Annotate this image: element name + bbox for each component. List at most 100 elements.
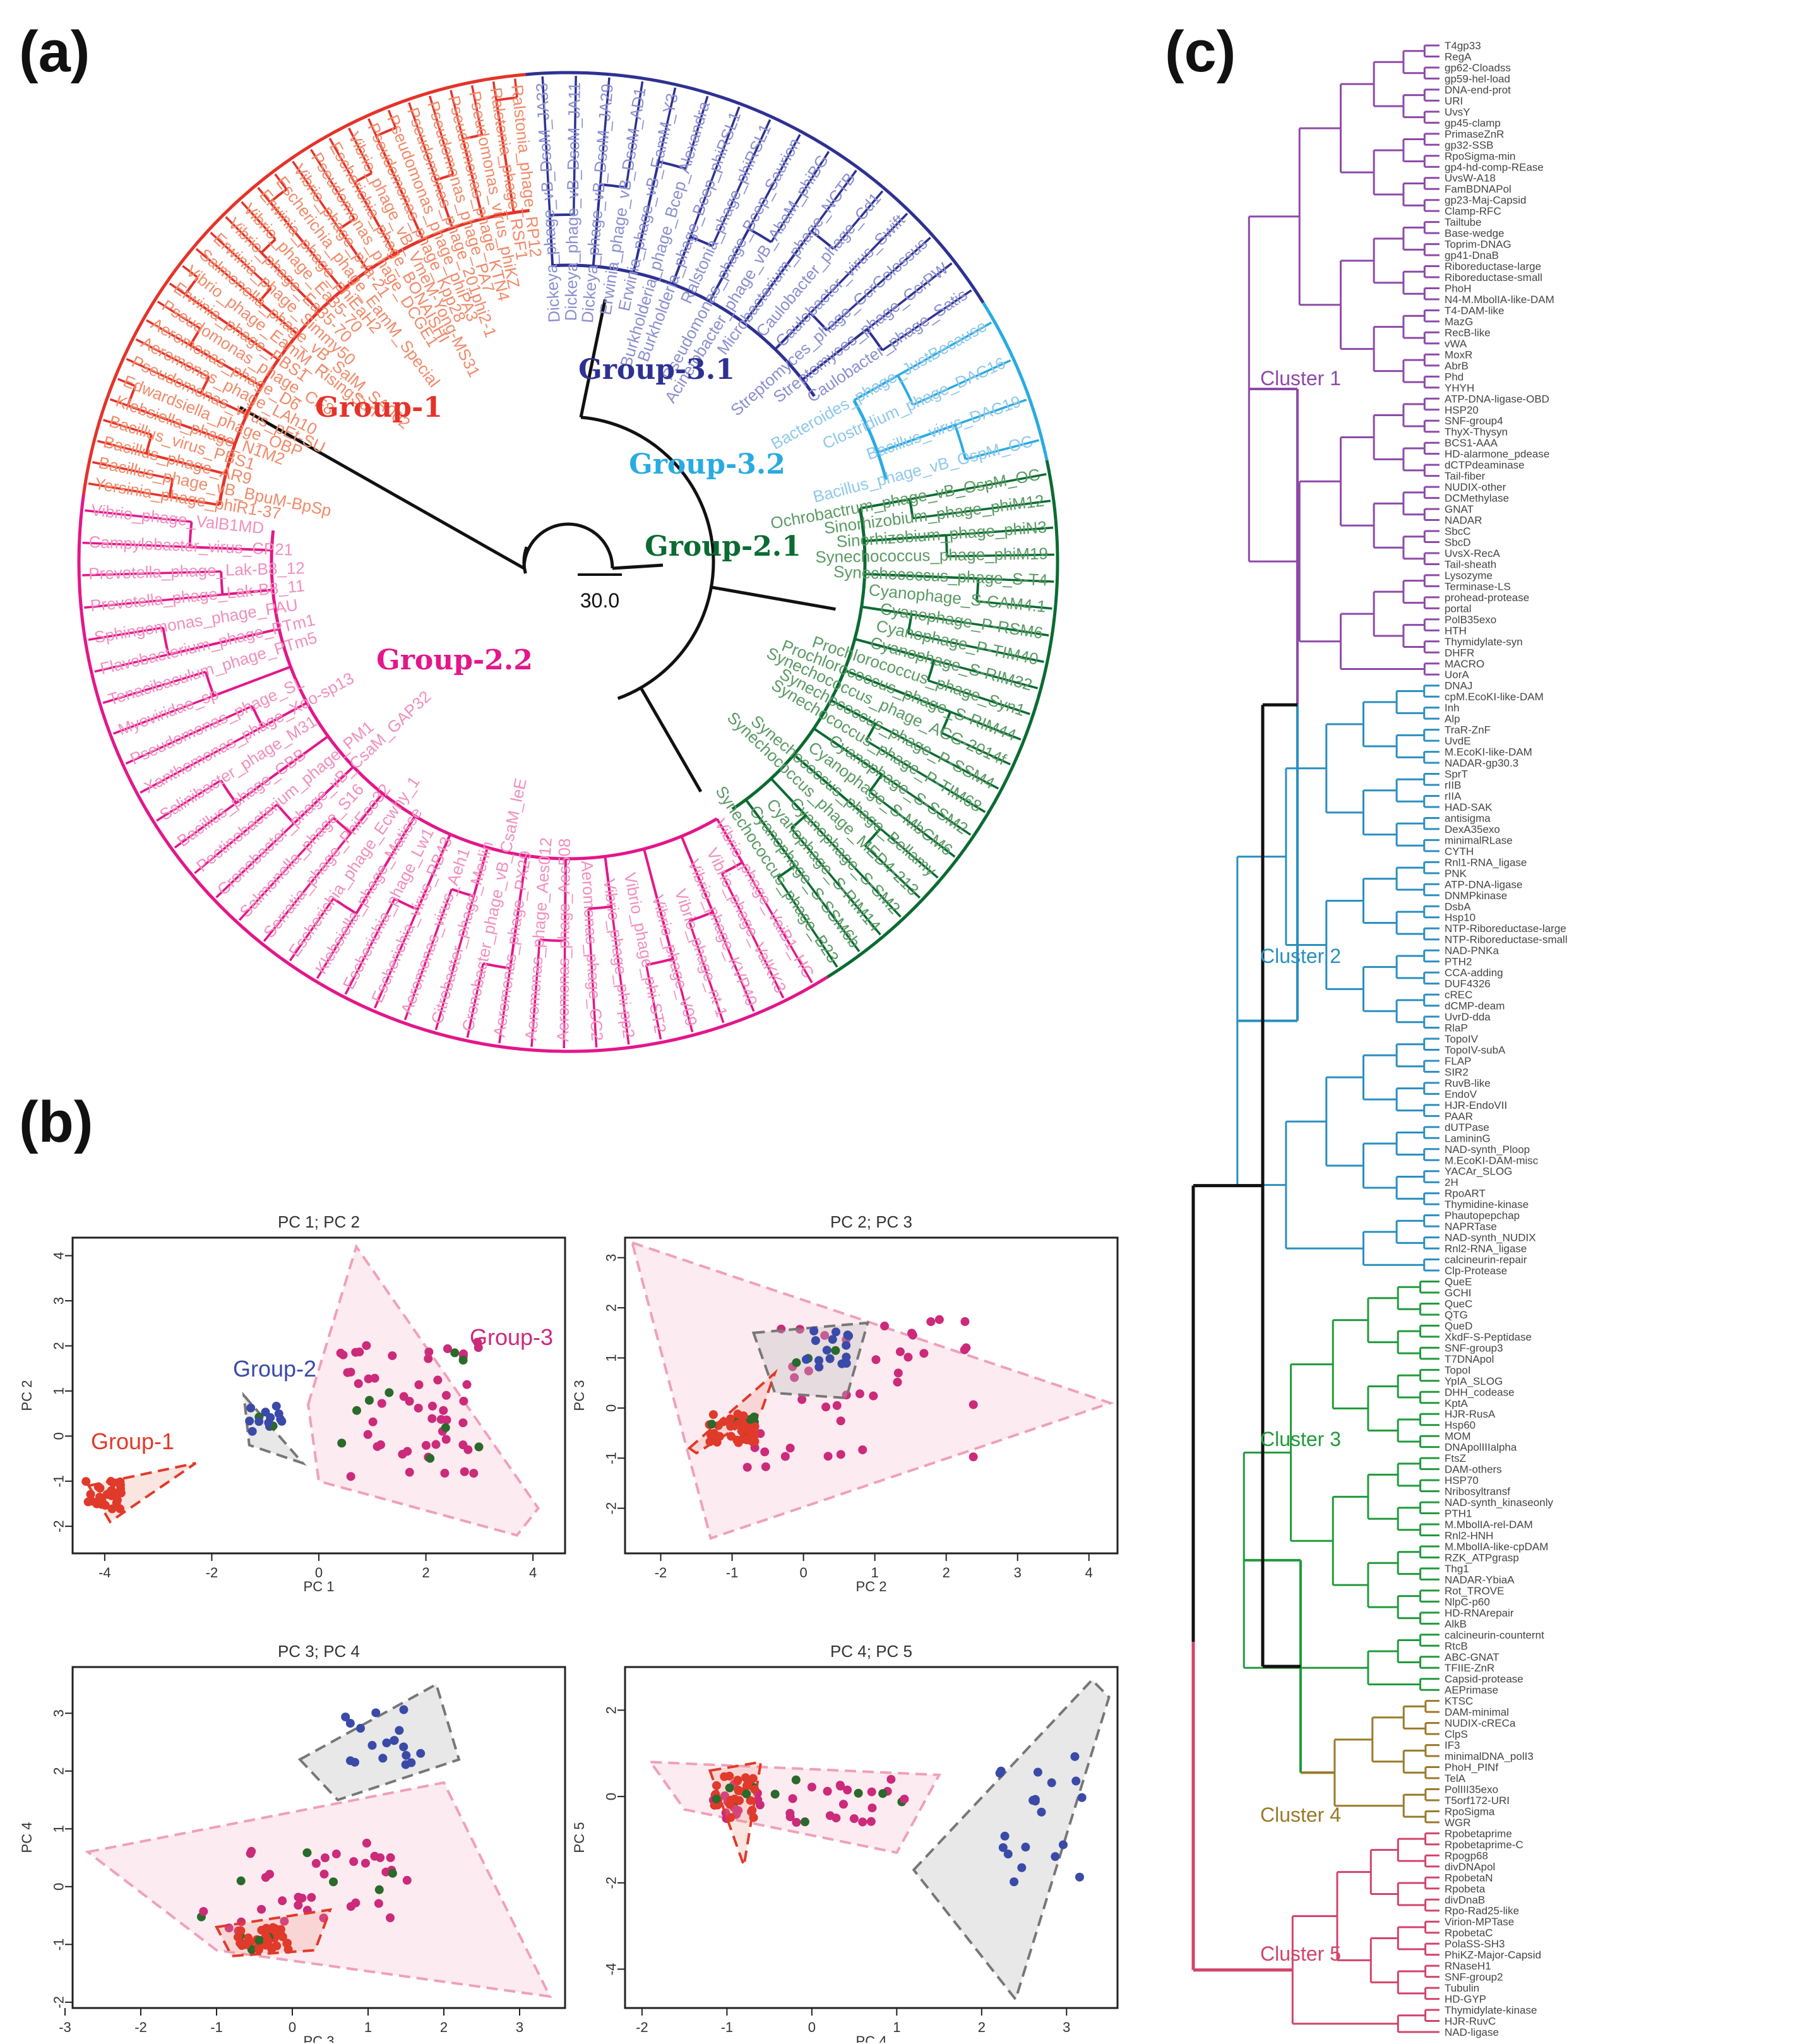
data-point [469,1469,479,1478]
data-point [734,1806,743,1815]
leaf-label: Alp [1445,713,1460,725]
leaf-label: MazG [1445,316,1473,328]
leaf-branch [688,921,725,1024]
data-point [791,1775,801,1784]
leaf-branch [720,873,785,999]
data-point [820,1330,830,1340]
sub-clade-arc [332,897,357,915]
x-axis-label: PC 2 [856,1579,887,1594]
data-point [257,1904,266,1914]
data-point [895,1347,905,1356]
leaf-branch [450,90,464,140]
leaf-label: RecB-like [1445,326,1491,338]
data-point [81,1477,91,1486]
leaf-label: UvsW-A18 [1445,172,1496,184]
leaf-label: IF3 [1445,1740,1460,1752]
leaf-branch [946,553,1054,558]
data-point [748,1805,757,1815]
data-point [395,1726,404,1735]
data-point [835,1781,845,1790]
y-tick-label: 4 [51,1252,67,1259]
leaf-label: Hsp10 [1445,912,1475,924]
leaf-label: FLAP [1445,1055,1472,1067]
data-point [811,1336,820,1345]
leaf-label: antisigma [1445,812,1491,824]
data-point [720,1772,729,1781]
branch [260,251,320,312]
data-point [900,1795,909,1804]
x-axis-label: PC 4 [856,2033,887,2043]
leaf-branch [344,898,396,995]
leaf-branch [498,968,511,1044]
data-point [272,1926,282,1935]
leaf-label: GCHI [1445,1287,1472,1299]
data-point [742,1462,752,1472]
outer-arc-group21 [826,460,1059,979]
leaf-branch [88,626,164,641]
leaf-branch [428,95,455,176]
data-point [712,1437,722,1447]
leaf-label: HJR-RusA [1445,1408,1496,1420]
data-point [809,1326,819,1336]
x-tick-label: 2 [422,1565,429,1581]
leaf-branch [140,726,263,794]
branch [235,735,329,804]
data-point [399,1705,408,1714]
branch [355,815,417,914]
clade-arc [852,399,888,481]
leaf-label: NTP-Riboreductase-small [1445,934,1568,946]
data-point [462,1380,472,1389]
leaf-label: T4gp33 [1445,40,1481,52]
branch [801,328,868,381]
data-point [341,1712,350,1722]
data-point [463,1445,473,1454]
data-point [364,1396,374,1405]
leaf-branch [712,911,755,1012]
data-point [836,1416,845,1426]
dendro-cluster5: RpobetaprimeRpobetaprime-CRpogp68divDNAp… [1291,1827,1541,2038]
leaf-label: GNAT [1445,503,1474,515]
data-point [831,1346,840,1355]
leaf-label: gp45-clamp [1445,117,1501,129]
data-point [780,1452,790,1461]
data-point [83,1497,93,1507]
leaf-branch [434,895,475,1031]
leaf-label: HD-alarmone_pdease [1445,448,1549,460]
x-tick-label: -2 [134,2019,147,2035]
leaf-branch [274,173,288,190]
data-point [797,1395,807,1404]
leaf-label: TopoIV-subA [1445,1044,1506,1056]
scale-bar-label: 30.0 [580,589,619,612]
data-point [926,1317,936,1327]
leaf-label: SbcD [1445,537,1471,549]
leaf-branch [103,419,152,436]
data-point [264,1418,273,1428]
leaf-branch [965,439,1039,460]
data-point [733,1776,742,1786]
leaf-label: DHFR [1445,647,1474,659]
leaf-branch [374,909,419,1009]
leaf-label: ATP-DNA-ligase-OBD [1445,393,1549,405]
x-tick-label: 4 [1085,1565,1093,1581]
data-point [431,1440,441,1449]
data-point [95,1483,105,1493]
leaf-label: CCA-adding [1445,967,1503,979]
group-label: Group-3 [470,1324,553,1350]
data-point [1028,1796,1038,1805]
leaf-branch [912,359,1011,406]
leaf-label: DAM-minimal [1445,1706,1509,1718]
data-point [421,1440,431,1450]
leaf-label: gp59-hel-load [1445,73,1510,85]
data-point [402,1875,412,1885]
leaf-label: UvdE [1445,735,1471,747]
leaf-label: M.MbolIA-like-cpDAM [1445,1541,1548,1553]
outer-arc-group31 [525,71,985,304]
arc-right [580,415,715,700]
leaf-label: Nribosyltransf [1445,1486,1510,1498]
branch-group22 [639,686,703,792]
data-point [414,1380,424,1389]
leaf-label: M.EcoKI-DAM-misc [1445,1154,1539,1166]
x-tick-label: 2 [440,2019,448,2035]
y-tick-label: 2 [604,1706,619,1714]
